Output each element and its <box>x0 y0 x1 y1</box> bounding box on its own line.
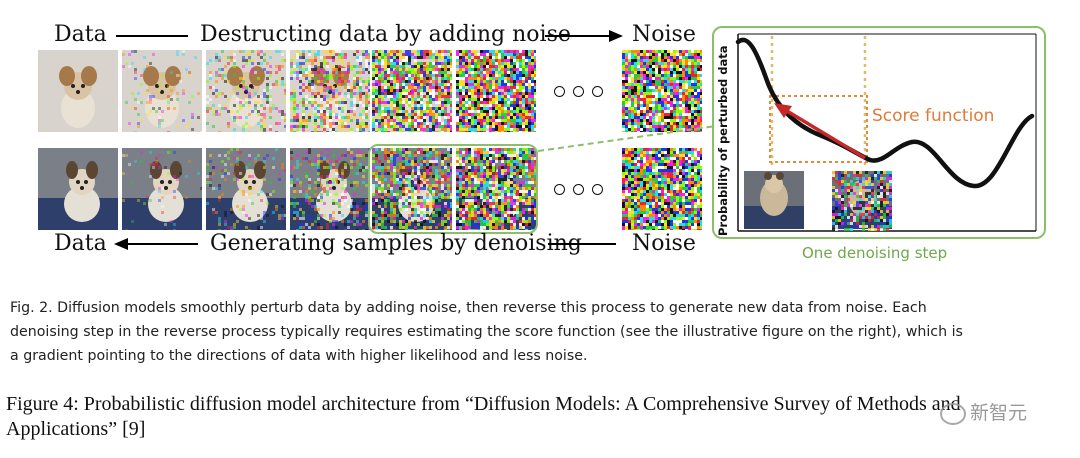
inset-noisy-image <box>832 171 892 231</box>
bottom-left-arrow-line <box>126 243 198 245</box>
ellipsis-dot <box>572 183 584 195</box>
density-curve <box>735 37 1035 189</box>
figure4-caption: Figure 4: Probabilistic diffusion model … <box>6 392 1076 442</box>
bottom-row-image <box>622 148 702 230</box>
bottom-row-image <box>372 148 452 230</box>
highlight-box <box>368 144 538 234</box>
caption-line: denoising step in the reverse process ty… <box>10 324 963 340</box>
inset-panel <box>712 26 1046 239</box>
top-left-line <box>116 35 188 37</box>
score-function-label: Score function <box>872 106 995 126</box>
caption-line: a gradient pointing to the directions of… <box>10 348 588 364</box>
score-arrow-line <box>781 106 866 160</box>
bottom-row-image <box>206 148 286 230</box>
score-arrowhead <box>774 103 792 118</box>
top-row-image <box>290 50 370 132</box>
inset-plot <box>735 33 1037 232</box>
figure-caption-line: Figure 4: Probabilistic diffusion model … <box>6 393 961 415</box>
inset-ylabel: Probability of perturbed data <box>716 45 730 236</box>
denoising-step-label: One denoising step <box>802 244 948 262</box>
top-row-image <box>372 50 452 132</box>
bottom-noise-label: Noise <box>632 231 696 256</box>
wechat-icon <box>940 402 966 425</box>
fig2-caption: Fig. 2. Diffusion models smoothly pertur… <box>10 296 1072 368</box>
watermark: 新智元 <box>940 398 1027 425</box>
caption-line: Fig. 2. Diffusion models smoothly pertur… <box>10 300 927 316</box>
bottom-middle-label: Generating samples by denoising <box>210 231 582 256</box>
score-box <box>769 95 868 163</box>
top-right-arrowhead <box>609 30 623 42</box>
ellipsis-dot <box>572 85 584 97</box>
bottom-data-label: Data <box>54 231 107 256</box>
bottom-row-image <box>290 148 370 230</box>
inset-clean-image <box>744 171 804 229</box>
ellipsis-dot <box>553 183 565 195</box>
ellipsis-dot <box>591 85 603 97</box>
top-right-arrow-line <box>545 35 611 37</box>
top-middle-label: Destructing data by adding noise <box>200 22 571 47</box>
top-noise-label: Noise <box>632 22 696 47</box>
bottom-row-image <box>38 148 118 230</box>
top-row-ellipsis <box>538 50 618 132</box>
figure-caption-line: Applications” [9] <box>6 418 146 440</box>
bottom-left-arrowhead <box>114 238 128 250</box>
top-row-image <box>122 50 202 132</box>
bottom-row-image <box>122 148 202 230</box>
watermark-text: 新智元 <box>970 402 1028 424</box>
top-row-image <box>622 50 702 132</box>
bottom-right-line <box>548 243 616 245</box>
top-row-image <box>206 50 286 132</box>
ellipsis-dot <box>591 183 603 195</box>
ellipsis-dot <box>553 85 565 97</box>
top-row-image <box>38 50 118 132</box>
top-data-label: Data <box>54 22 107 47</box>
top-row-image <box>456 50 536 132</box>
bottom-row-ellipsis <box>538 148 618 230</box>
